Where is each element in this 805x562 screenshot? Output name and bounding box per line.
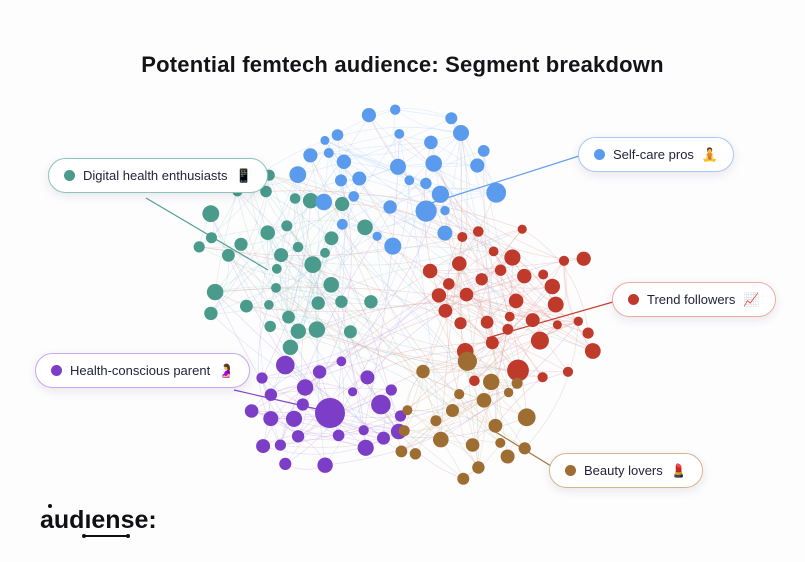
segment-label-text: Self-care pros [613, 147, 694, 162]
segment-color-dot [594, 149, 605, 160]
segment-label-digital-health-enthusiasts[interactable]: Digital health enthusiasts 📱 [48, 158, 268, 193]
segment-label-beauty-lovers[interactable]: Beauty lovers 💄 [549, 453, 703, 488]
segment-label-text: Health-conscious parent [70, 363, 211, 378]
chart-increasing-emoji-icon: 📈 [743, 292, 760, 307]
segment-color-dot [565, 465, 576, 476]
audiense-logo-text: audıense: [40, 506, 157, 534]
segment-color-dot [51, 365, 62, 376]
lipstick-emoji-icon: 💄 [670, 463, 687, 478]
segment-label-text: Beauty lovers [584, 463, 663, 478]
segment-color-dot [64, 170, 75, 181]
segment-label-text: Trend followers [647, 292, 736, 307]
audiense-logo-underline [82, 534, 130, 538]
segment-label-text: Digital health enthusiasts [83, 168, 228, 183]
network-nodes [193, 104, 601, 485]
segment-label-self-care-pros[interactable]: Self-care pros 🧘 [578, 137, 735, 172]
page-title: Potential femtech audience: Segment brea… [141, 52, 664, 77]
segment-color-dot [628, 294, 639, 305]
pregnant-woman-emoji-icon: 🤰 [218, 363, 235, 378]
mobile-phone-emoji-icon: 📱 [235, 168, 252, 183]
segment-label-trend-followers[interactable]: Trend followers 📈 [612, 282, 776, 317]
segment-label-health-conscious-parent[interactable]: Health-conscious parent 🤰 [35, 353, 251, 388]
audiense-logo-accent-dot [48, 504, 52, 508]
person-in-lotus-emoji-icon: 🧘 [701, 147, 719, 162]
audiense-logo: audıense: [40, 504, 180, 548]
